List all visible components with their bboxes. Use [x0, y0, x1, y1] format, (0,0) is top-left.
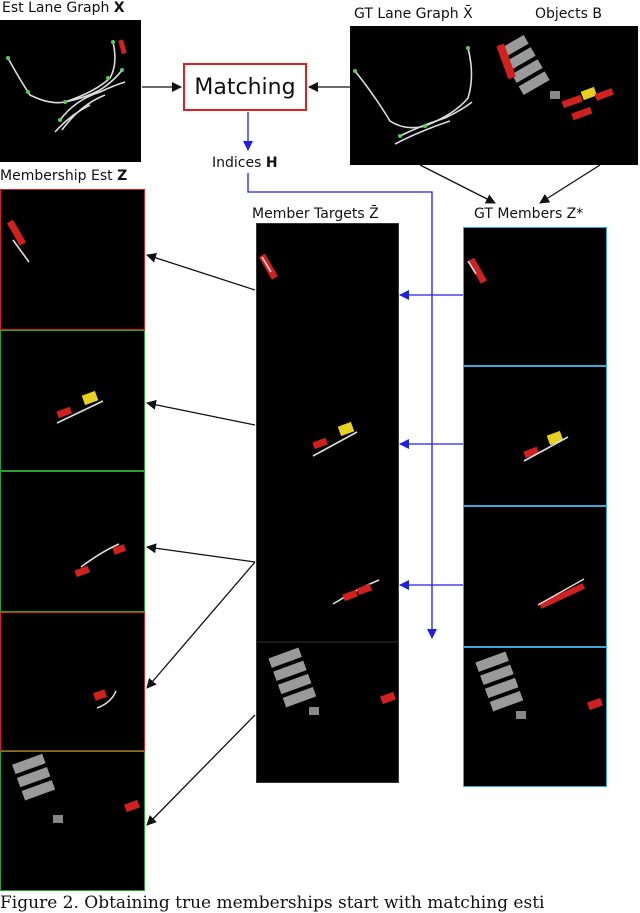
est-lane-graph-label: Est Lane Graph X: [2, 0, 125, 16]
arrow-target-5: [146, 714, 256, 826]
membership-est-image-4: [92, 689, 117, 709]
arrow-objects-to-members: [539, 164, 601, 204]
membership-est-panel-2: [0, 330, 145, 471]
membership-est-label: Membership Est Z: [0, 168, 128, 184]
arrow-target-4: [146, 561, 256, 689]
matching-box: Matching: [183, 63, 307, 111]
gt-members-image-3: [537, 578, 586, 609]
arrow-gt-to-members: [419, 164, 496, 204]
gt-members-panel-1: [463, 227, 607, 366]
gt-members-label: GT Members Z*: [474, 206, 584, 222]
membership-est-panel-1: [0, 189, 145, 330]
membership-est-image-3: [74, 543, 127, 578]
est-lane-graph-image: [6, 39, 127, 133]
objects-label: Objects B: [535, 6, 602, 22]
figure-caption: Figure 2. Obtaining true memberships sta…: [0, 893, 545, 913]
arrow-target-2: [146, 399, 256, 426]
gt-members-image-1: [467, 257, 487, 284]
gt-members-image-4: [475, 651, 603, 719]
arrow-target-3: [146, 543, 256, 563]
membership-est-image-5: [12, 753, 140, 823]
member-targets-panel: [256, 223, 399, 783]
membership-est-image-1: [6, 219, 30, 263]
membership-est-image-2: [56, 390, 104, 424]
gt-members-image-2: [523, 430, 569, 462]
gt-lane-graph-image: [353, 35, 614, 145]
gt-lane-graph-label: GT Lane Graph X̄: [354, 6, 473, 22]
est-lane-graph-panel: [0, 20, 141, 162]
gt-members-panel-2: [463, 366, 607, 506]
member-targets-label: Member Targets Z̄: [252, 206, 379, 222]
gt-members-panel-4: [463, 647, 607, 787]
member-targets-image: [257, 253, 398, 715]
membership-est-panel-4: [0, 612, 145, 751]
gt-members-panel-3: [463, 506, 607, 647]
indices-label: Indices H: [212, 155, 278, 171]
membership-est-panel-5: [0, 751, 145, 891]
arrow-target-1: [146, 253, 256, 291]
membership-est-panel-3: [0, 471, 145, 612]
gt-lane-graph-panel: [350, 26, 638, 165]
